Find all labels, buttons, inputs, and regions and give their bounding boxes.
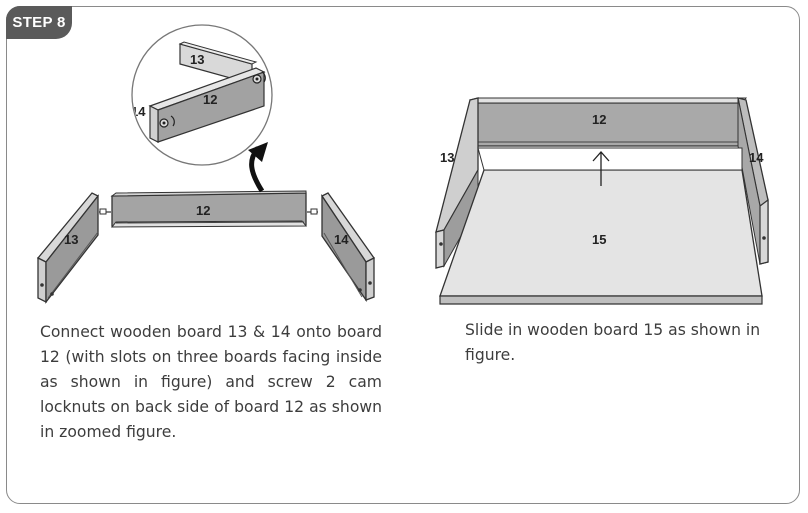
instruction-left: Connect wooden board 13 & 14 onto board … <box>40 323 382 441</box>
right-board-13-label: 13 <box>440 150 454 165</box>
step-badge: STEP 8 <box>6 6 72 39</box>
board-14-right: 14 <box>321 192 375 303</box>
zoom-arrow-icon <box>248 142 268 162</box>
board-12-label: 12 <box>196 203 210 218</box>
slide-arrow-icon <box>592 151 610 162</box>
left-exploded-figure: 13 12 14 <box>36 142 375 304</box>
right-board-14-label: 14 <box>749 150 764 165</box>
board-14-label: 14 <box>334 232 349 247</box>
right-board-15-label: 15 <box>592 232 606 247</box>
right-assembly-figure: 12 13 14 15 <box>435 97 769 305</box>
board-13-label: 13 <box>64 232 78 247</box>
zoom-board-13-label: 13 <box>190 52 204 67</box>
board-12-center: 12 <box>110 190 308 228</box>
instruction-right: Slide in wooden board 15 as shown in fig… <box>465 321 761 364</box>
zoom-board-14-label: 14 <box>131 104 146 119</box>
right-board-12-label: 12 <box>592 112 606 127</box>
zoom-detail: 13 12 14 <box>131 24 273 166</box>
board-13-left: 13 <box>36 192 100 304</box>
zoom-board-12-label: 12 <box>203 92 217 107</box>
